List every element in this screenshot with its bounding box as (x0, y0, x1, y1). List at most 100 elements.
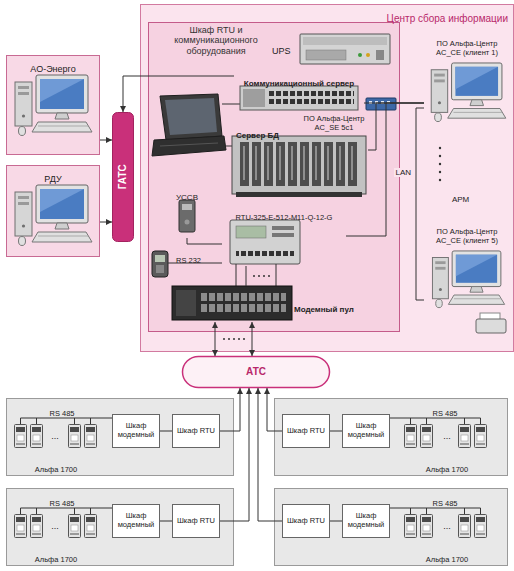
text-slot: Шкаф модемный (112, 504, 160, 538)
meter-icon (459, 425, 471, 448)
client-dots (439, 147, 441, 181)
node-label: Шкаф RTU (287, 427, 325, 436)
ups-switch (376, 50, 384, 60)
db-server-unit (232, 136, 366, 197)
text-slot: АТС (182, 356, 330, 388)
exchange-bar-shape (113, 113, 134, 242)
node-label: RS 485 (432, 410, 457, 419)
printer-icon (476, 313, 506, 333)
text-slot: ПО Альфа-Центр AC_CE (клиент 1) (424, 40, 510, 59)
meter-icon (15, 515, 27, 538)
node-sublabel: Альфа 1700 (35, 556, 77, 565)
text-slot: РДУ (6, 168, 100, 186)
connector-line (220, 388, 249, 521)
bus-tap (20, 418, 21, 424)
bus-tap (74, 418, 75, 424)
server-device: Коммуникационный сервер (234, 72, 364, 112)
connector-line (187, 238, 222, 244)
meter-icon (459, 515, 471, 538)
dot (439, 171, 441, 173)
text-slot: RS 485 (42, 492, 82, 510)
meter-icon (421, 425, 433, 448)
ellipsis-mark: ... (443, 431, 451, 441)
text-slot: Альфа 1700 (10, 548, 102, 566)
meter-site-box-shape (7, 489, 234, 566)
dot (268, 275, 270, 277)
meter-icon (405, 425, 417, 448)
node-label: АО-Энерго (30, 64, 75, 74)
rtu-unit (230, 220, 300, 264)
node-label: ПО Альфа-Центр AC_CE (клиент 1) (424, 40, 510, 57)
text-slot: Альфа 1700 (10, 458, 102, 476)
meter-site-box: RS 485Альфа 1700Шкаф модемныйШкаф RTU (6, 398, 234, 476)
node-sublabel: Альфа 1700 (426, 466, 468, 475)
node-label: УССВ (176, 193, 198, 202)
server-panel (243, 89, 265, 107)
meter-icon (421, 515, 433, 538)
arrow-head (120, 106, 126, 112)
node-sublabel: Альфа 1700 (426, 556, 468, 565)
connector (100, 137, 112, 143)
meter-site-box-shape (275, 489, 508, 566)
dot (228, 338, 230, 340)
cabinet-box: Шкаф модемный (112, 414, 160, 448)
note-label: АРМ (452, 195, 469, 204)
bus-tap (410, 508, 411, 514)
site-box-shape (7, 56, 100, 155)
region-panel: Центр сбора информацииШкаф RTU и коммуни… (140, 4, 514, 352)
kvm-console (152, 94, 240, 156)
connector-line (160, 521, 172, 522)
arrow-head (246, 388, 252, 394)
connector-line (330, 521, 342, 522)
node-label: Шкаф модемный (112, 512, 160, 529)
rtu-display (236, 226, 266, 238)
text-slot: Альфа 1700 (402, 458, 492, 476)
text-slot: Шкаф модемный (342, 504, 390, 538)
node-label: Шкаф модемный (342, 512, 390, 529)
cabinet-box: Шкаф RTU (282, 504, 330, 538)
text-slot: Сервер БД (236, 124, 300, 142)
cabinet-box: Шкаф модемный (112, 504, 160, 538)
text-slot: Шкаф RTU (282, 504, 330, 538)
text-slot: ... (44, 515, 66, 533)
server-ports (268, 90, 354, 106)
bus-tap (426, 508, 427, 514)
arrow-head (212, 350, 218, 356)
text-slot: Шкаф RTU (172, 414, 220, 448)
rtu-device: RTU-325-E-512-M11-Q-12-G (222, 206, 346, 266)
meter-icon (69, 515, 81, 538)
dot (243, 338, 245, 340)
pool-ports (200, 292, 286, 314)
gps-clock-unit (179, 200, 195, 232)
connector (220, 388, 252, 521)
server-body (240, 86, 358, 110)
workstation-icon (15, 185, 92, 246)
switch-body (366, 98, 396, 110)
bus-tap (480, 508, 481, 514)
cabinet-box-shape (113, 505, 160, 538)
text-slot: RS 485 (420, 402, 470, 420)
meter-icon (475, 425, 487, 448)
arrow-head (106, 219, 112, 225)
connector (330, 431, 342, 432)
node-label: ПО Альфа-Центр AC_CE (клиент 5) (424, 228, 510, 245)
site-box-shape (7, 166, 100, 257)
dot (223, 338, 225, 340)
meter-site-box-shape (7, 399, 234, 476)
connector (220, 388, 243, 431)
connector-line (123, 76, 234, 112)
text-slot: Шкаф модемный (342, 414, 390, 448)
modem-pool-device: Модемный пул (170, 286, 370, 322)
connector-line (220, 388, 240, 431)
region-panel-shape (141, 5, 514, 352)
connector (120, 76, 234, 112)
gps-knob (185, 220, 190, 225)
text-slot: АРМ (452, 188, 482, 206)
cabinet-box-shape (173, 415, 220, 448)
edge-label: LAN (394, 168, 412, 177)
node-label: UPS (272, 46, 291, 56)
arrow-head (249, 322, 255, 328)
connector (330, 521, 342, 522)
connector-line (416, 108, 424, 300)
